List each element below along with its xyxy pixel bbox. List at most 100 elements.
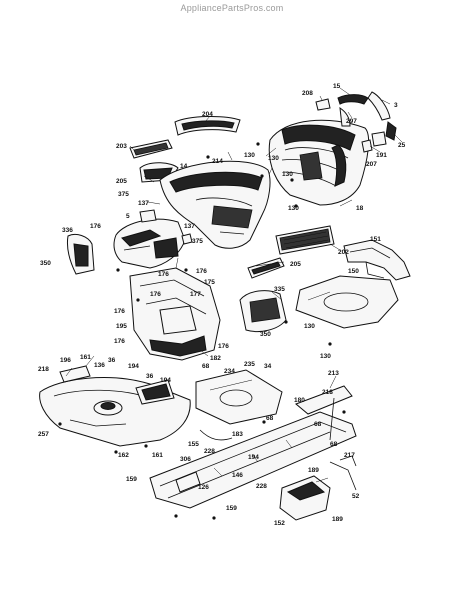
- label-52: 52: [352, 493, 360, 500]
- part-labels: 15 208 3 297 25 191 207 204 203 130 214 …: [38, 83, 406, 527]
- hood-assembly: [261, 119, 370, 206]
- label-306: 306: [180, 456, 191, 463]
- label-195: 195: [116, 323, 127, 330]
- label-136: 136: [94, 362, 105, 369]
- left-side-panel: [67, 233, 95, 275]
- label-161-b: 161: [152, 452, 163, 459]
- watermark: AppliancePartsPros.com: [180, 3, 284, 13]
- label-335: 335: [274, 286, 285, 293]
- label-68-b: 68: [266, 415, 274, 422]
- label-375-b: 375: [192, 238, 203, 245]
- label-176-e: 176: [114, 308, 125, 315]
- label-194-c: 194: [248, 454, 259, 461]
- label-176-d: 176: [150, 291, 161, 298]
- label-176-g: 176: [218, 343, 229, 350]
- label-180: 180: [294, 397, 305, 404]
- label-68-a: 68: [202, 363, 210, 370]
- label-235: 235: [244, 361, 255, 368]
- label-68-d: 68: [330, 441, 338, 448]
- label-34: 34: [264, 363, 272, 370]
- label-155: 155: [188, 441, 199, 448]
- label-176-a: 176: [90, 223, 101, 230]
- seat-plate: [195, 369, 283, 425]
- label-297: 297: [346, 118, 357, 125]
- leader-lines: [65, 87, 403, 483]
- front-grille: [275, 225, 335, 255]
- label-189-a: 189: [308, 467, 319, 474]
- label-176-c: 176: [158, 271, 169, 278]
- side-bracket-205: [247, 257, 285, 279]
- label-130-a: 130: [244, 152, 255, 159]
- label-161-a: 161: [80, 354, 91, 361]
- cover-335: [239, 290, 287, 333]
- label-146: 146: [232, 472, 243, 479]
- label-204: 204: [202, 111, 213, 118]
- battery-tray: [279, 475, 331, 521]
- label-15: 15: [333, 83, 341, 90]
- label-218: 218: [322, 389, 333, 396]
- fastener-dots: [58, 142, 346, 520]
- label-68-c: 68: [314, 421, 322, 428]
- label-137-b: 137: [184, 223, 195, 230]
- hood-brackets: [315, 91, 397, 153]
- label-194-b: 194: [160, 377, 171, 384]
- label-205-a: 205: [116, 178, 127, 185]
- label-189-b: 189: [332, 516, 343, 523]
- label-194-a: 194: [128, 363, 139, 370]
- label-18: 18: [356, 205, 364, 212]
- label-196: 196: [60, 357, 71, 364]
- label-182: 182: [210, 355, 221, 362]
- label-151: 151: [370, 236, 381, 243]
- label-217: 217: [344, 452, 355, 459]
- dash-panel: [159, 151, 271, 249]
- main-frame: [149, 385, 357, 509]
- floor-pan-150: [295, 275, 399, 329]
- label-14: 14: [180, 163, 188, 170]
- label-130-d: 130: [288, 205, 299, 212]
- label-3: 3: [394, 102, 398, 109]
- rod-assembly: [199, 397, 357, 491]
- label-126: 126: [198, 484, 209, 491]
- label-350-a: 350: [40, 260, 51, 267]
- label-183: 183: [232, 431, 243, 438]
- label-205-b: 205: [290, 261, 301, 268]
- label-236: 234: [224, 368, 235, 375]
- label-181: 218: [38, 366, 49, 373]
- label-5: 5: [126, 213, 130, 220]
- label-36-b: 36: [146, 373, 154, 380]
- label-137-a: 137: [138, 200, 149, 207]
- label-257: 257: [38, 431, 49, 438]
- label-130-f: 130: [320, 353, 331, 360]
- label-150: 150: [348, 268, 359, 275]
- label-130-c: 130: [282, 171, 293, 178]
- label-130-e: 130: [304, 323, 315, 330]
- label-191: 191: [376, 152, 387, 159]
- fender-deck: [39, 365, 191, 447]
- label-213: 213: [328, 370, 339, 377]
- label-203: 203: [116, 143, 127, 150]
- label-214: 214: [212, 158, 223, 165]
- label-175: 175: [204, 279, 215, 286]
- label-25: 25: [398, 142, 406, 149]
- label-228-a: 228: [204, 448, 215, 455]
- label-130-b: 130: [268, 155, 279, 162]
- label-207: 207: [366, 161, 377, 168]
- label-375-a: 375: [118, 191, 129, 198]
- label-177: 177: [190, 291, 201, 298]
- frame-support: [129, 257, 221, 361]
- label-336: 336: [62, 227, 73, 234]
- label-159-b: 159: [226, 505, 237, 512]
- label-228-b: 228: [256, 483, 267, 490]
- label-176-b: 176: [196, 268, 207, 275]
- label-159-a: 159: [126, 476, 137, 483]
- label-176-f: 176: [114, 338, 125, 345]
- label-202: 202: [338, 249, 349, 256]
- label-208: 208: [302, 90, 313, 97]
- label-36-a: 36: [108, 357, 116, 364]
- label-350-b: 350: [260, 331, 271, 338]
- label-152: 152: [274, 520, 285, 527]
- label-162: 162: [118, 452, 129, 459]
- steering-console: [113, 209, 193, 269]
